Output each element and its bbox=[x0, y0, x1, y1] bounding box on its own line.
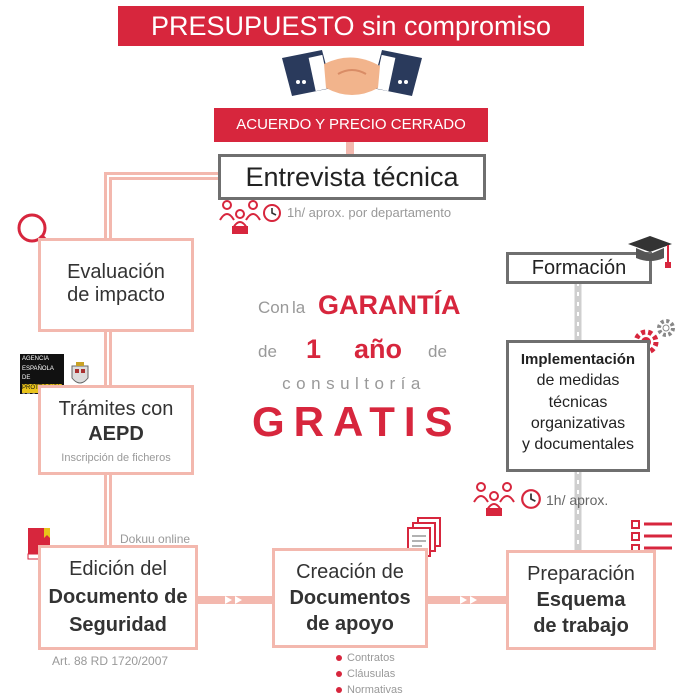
creacion-bullet: Cláusulas bbox=[336, 668, 395, 680]
guarantee-word: año bbox=[354, 334, 403, 364]
creacion-bullet: Normativas bbox=[336, 684, 403, 696]
step-line: Creación de bbox=[296, 561, 404, 583]
step-line: técnicas bbox=[548, 393, 608, 411]
guarantee-word: de bbox=[428, 342, 447, 361]
graduation-cap-icon bbox=[628, 236, 672, 268]
step-formacion: Formación bbox=[506, 252, 652, 284]
step-tramites-aepd: Trámites con AEPD Inscripción de fichero… bbox=[38, 385, 194, 475]
edicion-top-note: Dokuu online bbox=[120, 532, 191, 546]
step-title: Entrevista técnica bbox=[245, 162, 459, 192]
step-line: de medidas bbox=[536, 372, 620, 390]
step-preparacion-esquema: Preparación Esquema de trabajo bbox=[506, 550, 656, 650]
step-line: y documentales bbox=[521, 436, 635, 454]
step-line: organizativas bbox=[530, 415, 626, 433]
step-line: de impacto bbox=[67, 284, 165, 306]
guarantee-word: Con bbox=[258, 298, 290, 317]
step-note: Inscripción de ficheros bbox=[61, 452, 171, 464]
guarantee-word: 1 bbox=[306, 334, 322, 364]
people-icon bbox=[219, 200, 261, 234]
step-line: Documentos bbox=[289, 587, 411, 609]
step-line: Edición del bbox=[69, 558, 167, 580]
bullet-text: Cláusulas bbox=[347, 668, 396, 680]
people-icon bbox=[473, 482, 515, 516]
step-line: de trabajo bbox=[533, 615, 629, 637]
guarantee-line-4: GRATIS bbox=[252, 398, 462, 445]
step-creacion-documentos: Creación de Documentos de apoyo bbox=[272, 548, 428, 648]
step-title: Formación bbox=[531, 257, 627, 279]
bullet-text: Contratos bbox=[347, 652, 395, 664]
clock-icon bbox=[263, 204, 281, 222]
checklist-icon bbox=[631, 520, 672, 553]
step-line: Trámites con bbox=[58, 398, 174, 420]
step-line: Documento de bbox=[48, 586, 188, 608]
aepd-logo-line: AGENCIA bbox=[22, 356, 50, 362]
guarantee-line-1: Con la GARANTÍA bbox=[258, 288, 461, 328]
entrevista-note: 1h/ aprox. por departamento bbox=[287, 205, 452, 220]
step-line: AEPD bbox=[88, 423, 144, 445]
edicion-bottom-note: Art. 88 RD 1720/2007 bbox=[52, 654, 169, 668]
guarantee-word: la bbox=[292, 298, 306, 317]
aepd-logo-line: DE DATOS bbox=[22, 394, 52, 400]
handshake-icon bbox=[282, 50, 422, 96]
bullet-text: Normativas bbox=[347, 684, 403, 696]
step-line: Preparación bbox=[527, 563, 635, 585]
implementacion-note: 1h/ aprox. bbox=[546, 492, 609, 508]
step-implementacion: Implementación de medidas técnicas organ… bbox=[506, 340, 650, 472]
step-edicion-documento: Edición del Documento de Seguridad bbox=[38, 545, 198, 650]
guarantee-word: GARANTÍA bbox=[318, 290, 461, 320]
header-subtitle: ACUERDO Y PRECIO CERRADO bbox=[214, 108, 488, 142]
aepd-logo-line: ESPAÑOLA DE bbox=[22, 365, 54, 382]
step-line: Evaluación bbox=[67, 261, 165, 283]
step-line: de apoyo bbox=[306, 613, 394, 635]
coat-of-arms-icon bbox=[71, 362, 89, 384]
creacion-bullet: Contratos bbox=[336, 652, 395, 664]
step-line: Esquema bbox=[536, 589, 626, 611]
guarantee-line-2: de 1 año de bbox=[258, 332, 450, 372]
header-title: PRESUPUESTO sin compromiso bbox=[118, 6, 584, 46]
step-entrevista-tecnica: Entrevista técnica bbox=[218, 154, 486, 200]
step-line: Seguridad bbox=[69, 614, 167, 636]
step-evaluacion-impacto: Evaluación de impacto bbox=[38, 238, 194, 332]
guarantee-word: de bbox=[258, 342, 277, 361]
guarantee-line-3: consultoría bbox=[282, 374, 426, 393]
clock-icon bbox=[521, 489, 541, 509]
step-line: Implementación bbox=[520, 351, 636, 368]
